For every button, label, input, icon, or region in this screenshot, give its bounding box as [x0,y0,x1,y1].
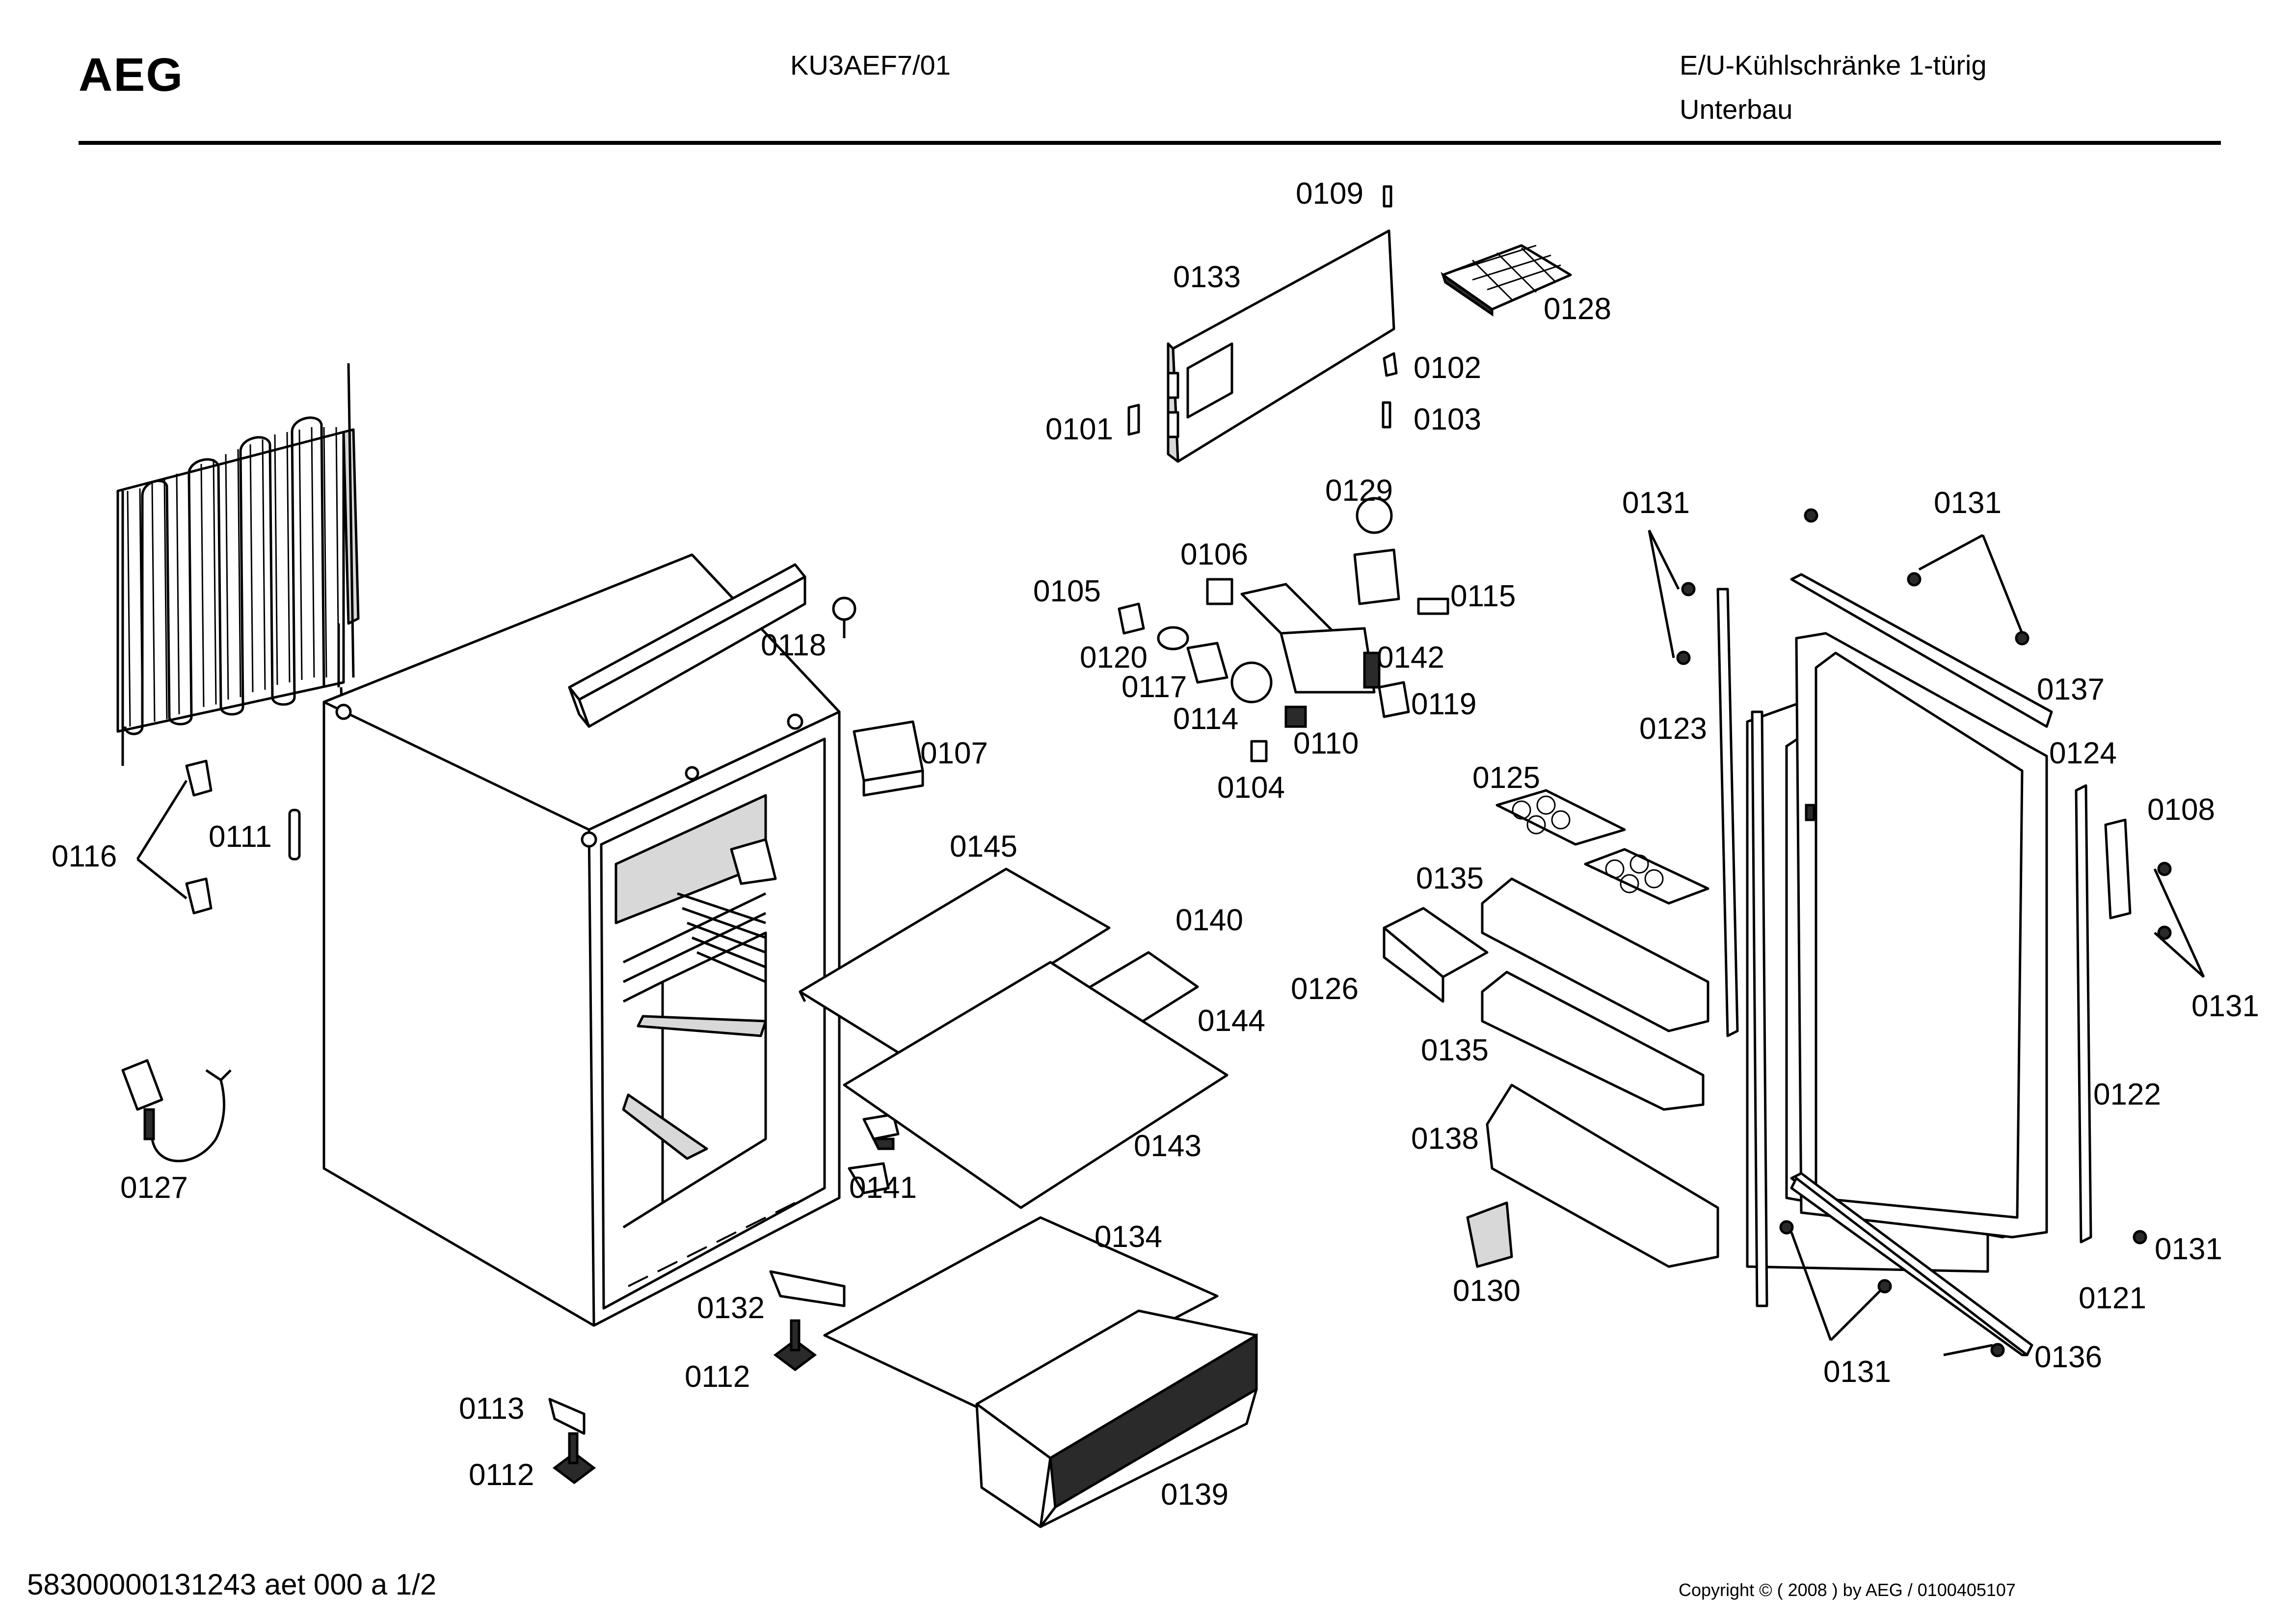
label-0123: 0123 [1639,712,1707,746]
label-0139: 0139 [1161,1478,1228,1512]
hinge-strips-drawing [1716,573,2132,1356]
label-0131-c: 0131 [2191,989,2259,1023]
label-0133: 0133 [1173,260,1241,294]
copyright-notice: Copyright © ( 2008 ) by AEG / 0100405107 [1679,1580,2016,1600]
label-0134: 0134 [1095,1220,1162,1254]
label-0138: 0138 [1411,1122,1479,1156]
label-0102: 0102 [1414,351,1481,385]
label-0109: 0109 [1296,177,1363,211]
label-0136: 0136 [2034,1340,2102,1374]
label-0132: 0132 [697,1291,765,1325]
label-0141: 0141 [849,1171,917,1205]
label-0144: 0144 [1198,1004,1265,1038]
label-0124: 0124 [2049,736,2117,770]
label-0131-d: 0131 [2155,1232,2222,1266]
label-0106: 0106 [1180,538,1248,571]
label-0128: 0128 [1544,292,1611,326]
door-bins-drawing [1383,789,1719,1268]
evaporator-door-drawing [1127,185,1398,463]
label-0135-a: 0135 [1416,862,1484,895]
condenser-coil-drawing [116,363,360,766]
label-0114: 0114 [1173,702,1238,736]
power-cord-drawing [121,1059,232,1163]
label-0110: 0110 [1293,727,1359,760]
label-0131-e: 0131 [1823,1355,1891,1389]
label-0116: 0116 [52,839,117,873]
label-0119: 0119 [1411,687,1476,721]
label-0107: 0107 [920,736,988,770]
label-0140: 0140 [1175,903,1243,937]
label-0105: 0105 [1033,574,1101,608]
label-0112-b: 0112 [469,1458,534,1492]
label-0101: 0101 [1045,412,1113,446]
label-0104: 0104 [1217,771,1285,805]
shelves-drawing [799,867,1228,1415]
label-0108: 0108 [2147,793,2215,827]
control-unit-drawing [1118,497,1449,762]
label-0142: 0142 [1377,641,1444,675]
label-0115: 0115 [1450,579,1516,613]
crisper-drawer-drawing [975,1309,1258,1528]
document-id: 58300000131243 aet 000 a 1/2 [27,1568,437,1601]
ice-tray-drawing [1441,244,1572,317]
brand-logo: AEG [79,49,184,101]
category-line-1: E/U-Kühlschränke 1-türig [1680,50,1987,81]
label-0145: 0145 [950,830,1017,864]
label-0113: 0113 [459,1392,524,1426]
label-0126: 0126 [1291,972,1359,1006]
label-0143: 0143 [1134,1129,1201,1163]
category-line-2: Unterbau [1680,94,1793,125]
screws-drawing [1648,508,2205,1357]
label-0103: 0103 [1414,403,1481,436]
small-parts-left-drawing [136,720,924,1485]
label-0112-a: 0112 [685,1360,750,1394]
door-frame-drawing [1746,632,2048,1307]
label-0137: 0137 [2037,673,2105,706]
label-0125: 0125 [1472,761,1540,795]
label-0121: 0121 [2079,1281,2146,1315]
label-0130: 0130 [1453,1274,1521,1308]
label-0122: 0122 [2093,1078,2161,1111]
label-0111: 0111 [209,820,272,854]
label-0117: 0117 [1121,670,1187,704]
label-0131-a: 0131 [1622,486,1690,520]
header-rule [79,141,2221,145]
cabinet-drawing [322,553,841,1327]
part-labels: 0109 0133 0128 0102 0103 0101 0129 0131 … [52,177,2259,1512]
label-0118: 0118 [761,628,826,662]
label-0131-b: 0131 [1934,486,2002,520]
label-0129: 0129 [1325,474,1393,508]
label-0127: 0127 [120,1171,188,1205]
top-rail-drawing [568,563,856,728]
label-0120: 0120 [1080,641,1148,675]
model-number: KU3AEF7/01 [790,50,951,81]
label-0135-b: 0135 [1421,1033,1489,1067]
